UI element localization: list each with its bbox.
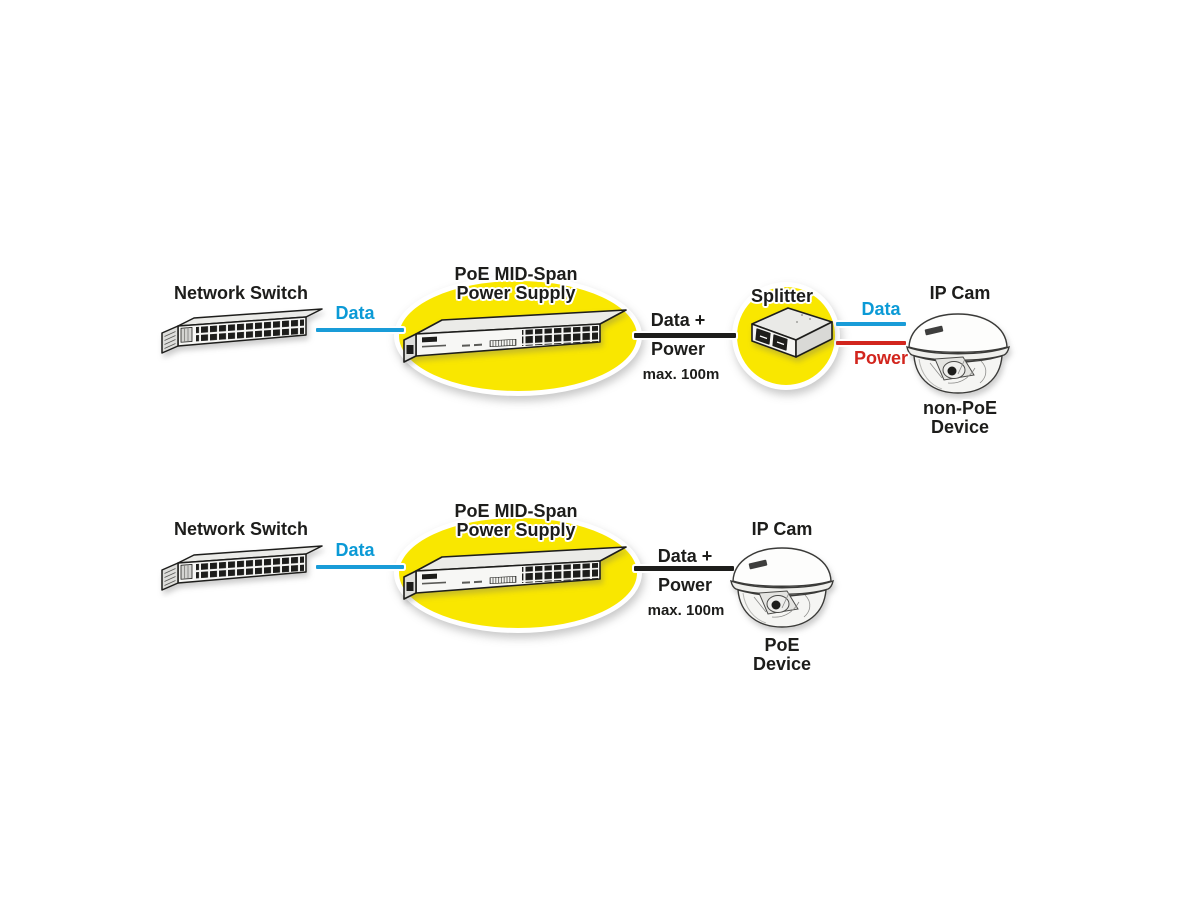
- split-power-label: Power: [853, 348, 909, 368]
- midspan-title: PoE MID-Span Power Supply: [398, 265, 634, 303]
- device-note-line2: Device: [930, 417, 990, 437]
- data-link-label: Data: [335, 303, 375, 323]
- midspan-title: PoE MID-Span Power Supply: [398, 502, 634, 540]
- ip-camera-illustration: [726, 540, 838, 632]
- data-power-wire: [634, 333, 736, 338]
- network-switch-illustration: [156, 534, 324, 596]
- device-note: PoE Device: [726, 636, 838, 674]
- splitter-power-wire: [836, 341, 906, 345]
- device-note: non-PoE Device: [904, 399, 1016, 437]
- splitter-illustration: [740, 300, 838, 364]
- network-switch-label: Network Switch: [174, 519, 309, 539]
- data-wire: [316, 565, 404, 569]
- midspan-title-line2: Power Supply: [456, 283, 576, 303]
- trunk-label-power: Power: [650, 339, 706, 359]
- network-switch-label: Network Switch: [174, 283, 309, 303]
- data-link-label: Data: [335, 540, 375, 560]
- trunk-max-length-label: max. 100m: [647, 602, 725, 619]
- poe-midspan-illustration: [402, 300, 634, 370]
- ip-cam-label: IP Cam: [751, 519, 813, 539]
- ip-cam-label: IP Cam: [929, 283, 991, 303]
- network-switch-illustration: [156, 297, 324, 359]
- midspan-title-line1: PoE MID-Span: [454, 501, 578, 521]
- device-note-line1: non-PoE: [923, 398, 997, 418]
- trunk-label-data: Data +: [650, 310, 706, 330]
- split-data-label: Data: [861, 299, 901, 319]
- trunk-max-length-label: max. 100m: [642, 366, 720, 383]
- data-wire: [316, 328, 404, 332]
- device-note-line1: PoE: [764, 635, 800, 655]
- trunk-label-power: Power: [657, 575, 713, 595]
- poe-midspan-illustration: [402, 537, 634, 607]
- data-power-wire: [634, 566, 734, 571]
- trunk-label-data: Data +: [657, 546, 713, 566]
- midspan-title-line2: Power Supply: [456, 520, 576, 540]
- splitter-label: Splitter: [750, 286, 813, 306]
- splitter-data-wire: [836, 322, 906, 326]
- midspan-title-line1: PoE MID-Span: [454, 264, 578, 284]
- device-note-line2: Device: [752, 654, 812, 674]
